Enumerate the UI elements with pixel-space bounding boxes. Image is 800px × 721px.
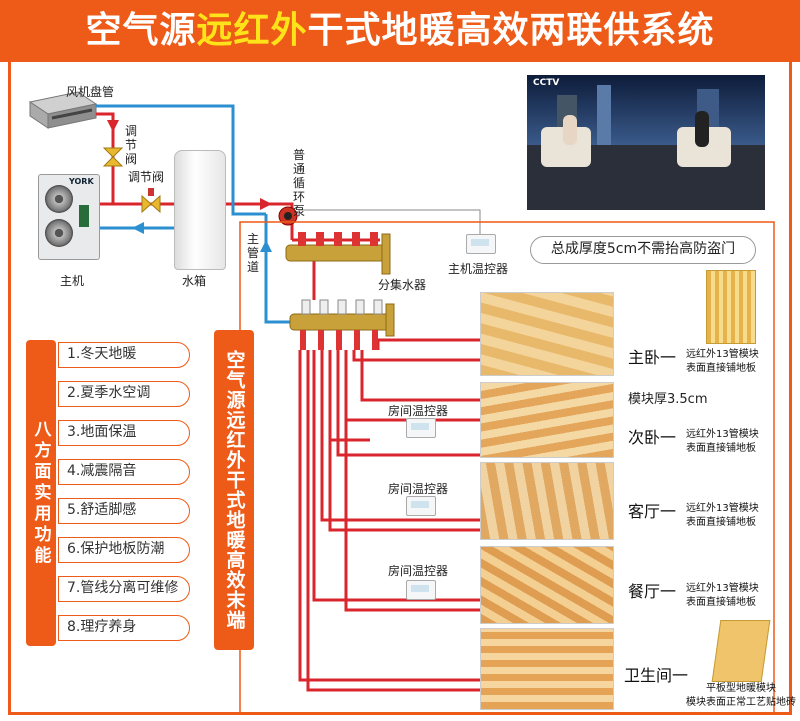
- module-thickness: 模块厚3.5cm: [628, 392, 708, 407]
- module-thumbnail: [711, 620, 771, 682]
- function-item: 3.地面保温: [58, 420, 190, 446]
- manifold-bottom: [289, 299, 395, 350]
- valve-vertical-label: 调节阀: [124, 124, 137, 166]
- valve-icon: [141, 188, 161, 214]
- room-spec: 平板型地暖模块模块表面正常工艺贴地砖: [686, 683, 796, 708]
- room-name: 客厅一: [628, 502, 677, 521]
- function-item: 1.冬天地暖: [58, 342, 190, 368]
- main-pipe-label: 主管道: [246, 232, 259, 274]
- host-thermostat-label: 主机温控器: [448, 262, 509, 276]
- function-item: 4.减震隔音: [58, 459, 190, 485]
- tank-label: 水箱: [182, 274, 207, 288]
- fan-coil-unit: [28, 91, 98, 129]
- manifold-top: [285, 232, 391, 275]
- flow-arrow-icon: [260, 240, 272, 252]
- photo-master-bedroom: [480, 292, 614, 376]
- room-name: 餐厅一: [628, 582, 677, 601]
- page-title: 空气源远红外干式地暖高效两联供系统: [85, 10, 715, 51]
- outdoor-host-unit: YORK: [38, 174, 100, 260]
- fan-coil-label: 风机盘管: [66, 85, 115, 99]
- room-name: 次卧一: [628, 428, 677, 447]
- photo-dining-room: [480, 546, 614, 624]
- manifold-label: 分集水器: [378, 278, 427, 292]
- circulation-pump-icon: [278, 206, 298, 226]
- room-thermostat-label: 房间温控器: [388, 404, 449, 418]
- room-thermostat-label: 房间温控器: [388, 564, 449, 578]
- module-thumbnail: [706, 270, 756, 344]
- tv-logo: CCTV: [533, 78, 560, 88]
- valve-icon: [102, 147, 124, 167]
- host-thermostat-icon: [466, 234, 496, 254]
- flow-arrow-icon: [107, 120, 119, 132]
- function-item: 5.舒适脚感: [58, 498, 190, 524]
- water-tank: [174, 150, 226, 270]
- room-spec: 远红外13管模块表面直接铺地板: [686, 503, 759, 528]
- room-thermostat-icon: [406, 496, 436, 516]
- room-thermostat-label: 房间温控器: [388, 482, 449, 496]
- tv-interview-image: CCTV: [527, 75, 765, 210]
- room-thermostat-icon: [406, 418, 436, 438]
- title-banner: [0, 0, 800, 62]
- valve-horizontal-label: 调节阀: [128, 170, 165, 184]
- room-spec: 远红外13管模块表面直接铺地板: [686, 583, 759, 608]
- room-thermostat-icon: [406, 580, 436, 600]
- host-label: 主机: [60, 274, 85, 288]
- room-spec: 远红外13管模块表面直接铺地板: [686, 349, 759, 374]
- room-name: 卫生间一: [624, 666, 689, 685]
- flow-arrow-icon: [132, 222, 144, 234]
- fan-icon: [45, 219, 73, 247]
- york-logo: YORK: [69, 177, 94, 186]
- function-item: 7.管线分离可维修: [58, 576, 190, 602]
- fan-icon: [45, 185, 73, 213]
- thickness-note: 总成厚度5cm不需抬高防盗门: [530, 236, 756, 264]
- photo-second-bedroom: [480, 382, 614, 458]
- function-item: 8.理疗养身: [58, 615, 190, 641]
- terminal-label: 空气源远红外干式地暖高效末端: [214, 330, 254, 650]
- function-item: 2.夏季水空调: [58, 381, 190, 407]
- flow-arrow-icon: [260, 198, 272, 210]
- functions-title: 八方面实用功能: [26, 340, 56, 646]
- photo-living-room: [480, 462, 614, 540]
- room-spec: 远红外13管模块表面直接铺地板: [686, 429, 759, 454]
- function-item: 6.保护地板防潮: [58, 537, 190, 563]
- pump-label: 普通循环泵: [292, 148, 305, 218]
- photo-bathroom: [480, 628, 614, 710]
- room-name: 主卧一: [628, 348, 677, 367]
